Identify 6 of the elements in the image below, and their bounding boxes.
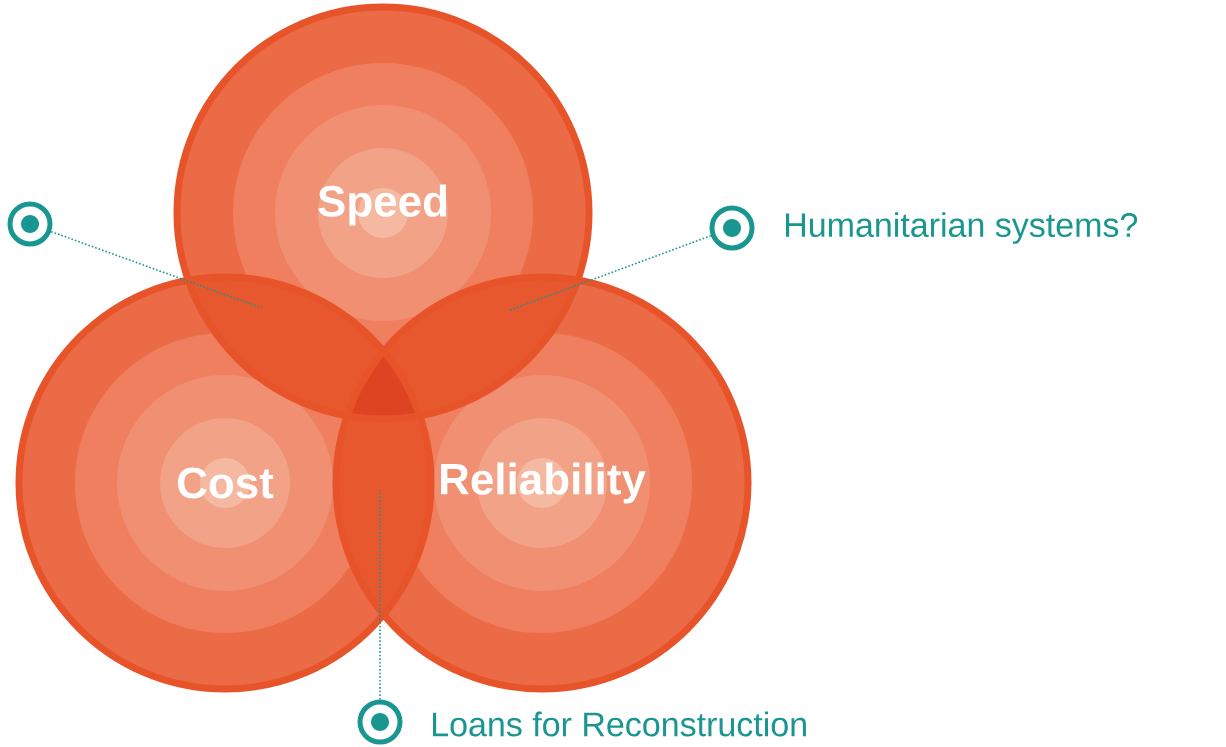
leader-line bbox=[50, 230, 263, 309]
target-marker bbox=[7, 201, 53, 247]
leader-line bbox=[509, 235, 712, 311]
marker-label: Loans for Reconstruction bbox=[433, 711, 806, 737]
leader-line bbox=[379, 489, 381, 701]
marker-label: Humanitarian systems? bbox=[786, 212, 1138, 244]
